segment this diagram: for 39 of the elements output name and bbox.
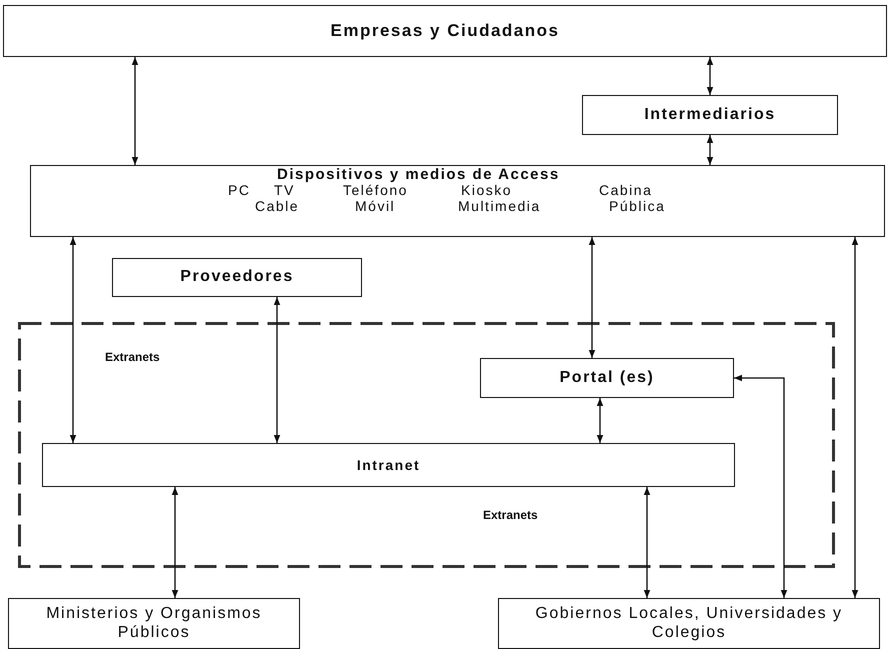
box-label: Intranet	[356, 456, 420, 474]
process-box	[3, 5, 887, 57]
device-label: Multimedia	[458, 198, 541, 214]
double-arrow	[70, 237, 76, 443]
box-label: Gobiernos Locales, Universidades y Colegios	[534, 605, 844, 642]
device-label: Kiosko	[461, 182, 512, 198]
double-arrow	[706, 57, 714, 95]
region-label: Extranets	[105, 350, 160, 364]
region-label: Extranets	[483, 508, 538, 522]
box-label: Portal (es)	[560, 368, 654, 388]
process-box	[42, 443, 735, 487]
device-label: Cabina	[599, 182, 652, 198]
process-box	[480, 358, 734, 398]
box-label: Intermediarios	[644, 106, 776, 124]
double-arrow	[588, 237, 596, 358]
box-label: Proveedores	[180, 268, 294, 287]
device-label: PC	[228, 182, 250, 198]
double-arrow	[596, 398, 604, 443]
device-label: Cable	[255, 198, 300, 214]
device-label: TV	[274, 182, 295, 198]
double-arrow	[172, 487, 178, 598]
process-box	[30, 165, 885, 237]
device-label: Pública	[609, 198, 666, 214]
device-label: Móvil	[355, 198, 396, 214]
box-label: Ministerios y Organismos Públicos	[45, 605, 263, 642]
double-arrow	[274, 297, 280, 443]
double-arrow	[734, 374, 788, 598]
double-arrow	[644, 487, 650, 598]
process-box	[582, 95, 838, 135]
device-label: Teléfono	[343, 182, 408, 198]
process-box	[112, 258, 362, 297]
double-arrow	[132, 57, 138, 165]
dashed-region	[18, 322, 835, 568]
process-box	[498, 598, 880, 649]
box-label: Empresas y Ciudadanos	[330, 21, 560, 41]
box-title: Dispositivos y medios de Access	[277, 166, 560, 184]
process-box	[8, 598, 300, 649]
double-arrow	[706, 135, 714, 165]
double-arrow	[852, 237, 858, 598]
